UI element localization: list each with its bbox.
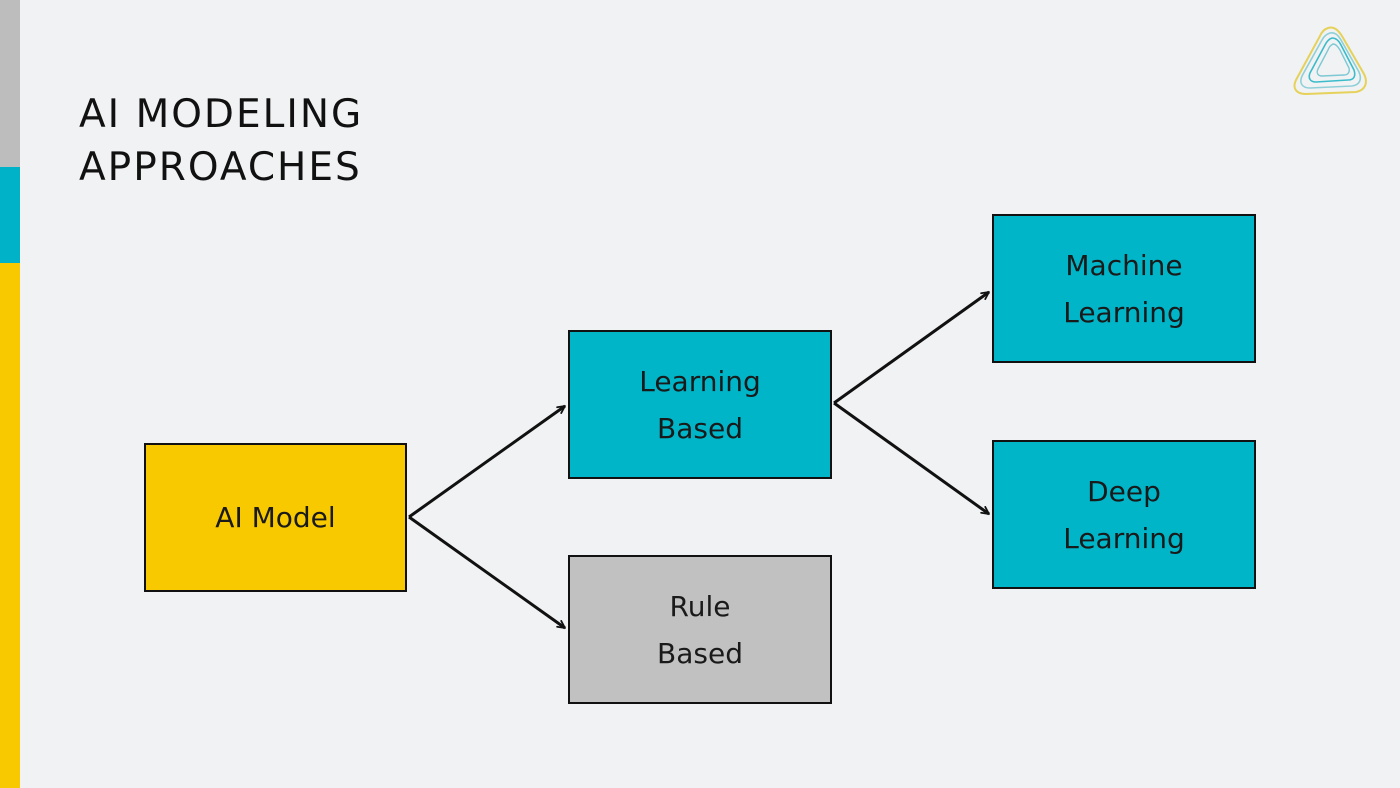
node-learning-based-label-line-1: Learning — [639, 364, 761, 398]
node-rule-based-label-line-1: Rule — [669, 589, 731, 623]
node-machine-learning: Machine Learning — [992, 214, 1256, 363]
slide-title-line-1: AI MODELING — [79, 92, 364, 137]
node-ai-model-label: AI Model — [215, 501, 336, 534]
arrow-learning-to-ml — [833, 290, 990, 405]
arrow-ai-to-learning — [408, 404, 566, 519]
accent-bar-gray — [0, 0, 20, 167]
node-machine-learning-label-line-2: Learning — [1063, 295, 1185, 329]
slide-title: AI MODELING APPROACHES — [79, 88, 499, 194]
node-rule-based: Rule Based — [568, 555, 832, 704]
node-learning-based-label-line-2: Based — [657, 411, 743, 445]
triangle-swirl-logo-icon — [1293, 26, 1367, 96]
accent-bar-teal — [0, 167, 20, 263]
node-deep-learning: Deep Learning — [992, 440, 1256, 589]
arrow-learning-to-dl — [833, 401, 990, 516]
node-machine-learning-label-line-1: Machine — [1065, 248, 1183, 282]
node-deep-learning-label-line-2: Learning — [1063, 521, 1185, 555]
slide-title-line-2: APPROACHES — [79, 145, 362, 190]
node-learning-based: Learning Based — [568, 330, 832, 479]
node-ai-model: AI Model — [144, 443, 407, 592]
accent-bar-yellow — [0, 263, 20, 788]
node-rule-based-label-line-2: Based — [657, 636, 743, 670]
arrow-ai-to-rule — [408, 515, 566, 630]
node-deep-learning-label-line-1: Deep — [1087, 474, 1161, 508]
